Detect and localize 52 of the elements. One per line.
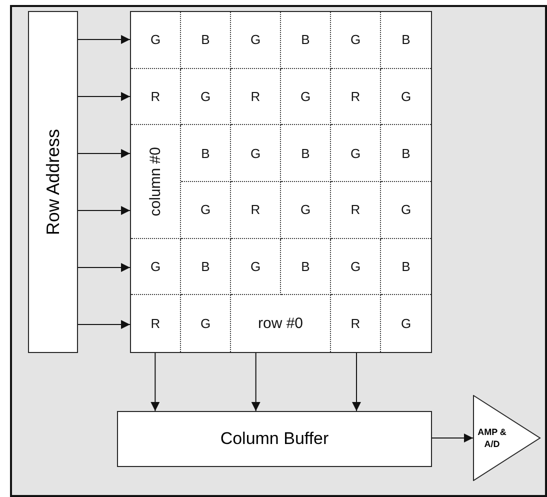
pixel-cell: R [331, 68, 381, 126]
pixel-cell-text: G [400, 315, 412, 334]
arrow [78, 206, 130, 215]
arrow [78, 320, 130, 329]
arrow [78, 149, 130, 158]
pixel-cell: R [331, 295, 381, 352]
pixel-array [130, 11, 432, 353]
block-label: Row Address [42, 128, 64, 236]
pixel-cell: G [131, 238, 181, 296]
pixel-cell: B [181, 125, 231, 182]
pixel-cell: G [281, 182, 331, 239]
row-label: row #0 [231, 295, 331, 352]
pixel-cell: G [181, 182, 231, 239]
arrow [352, 352, 361, 412]
pixel-cell: G [381, 68, 431, 126]
pixel-cell: G [131, 12, 181, 69]
pixel-cell: B [181, 12, 231, 69]
pixel-cell: B [281, 238, 331, 296]
block-label: Column Buffer [220, 429, 329, 449]
pixel-cell: G [331, 238, 381, 296]
block-box [28, 11, 78, 353]
pixel-cell: G [231, 12, 281, 69]
column-label: column #0 [131, 125, 181, 239]
arrow [432, 434, 474, 442]
pixel-cell: G [331, 125, 381, 182]
pixel-cell: G [231, 125, 281, 182]
frame-background [10, 5, 547, 497]
pixel-cell: B [281, 125, 331, 182]
pixel-cell: R [131, 295, 181, 352]
pixel-cell: B [281, 12, 331, 69]
pixel-cell: R [231, 182, 281, 239]
arrow [251, 352, 260, 412]
pixel-cell: B [381, 12, 431, 69]
pixel-cell: B [381, 238, 431, 296]
pixel-cell: B [381, 125, 431, 182]
pixel-cell: B [181, 238, 231, 296]
arrow [78, 35, 130, 44]
pixel-cell: G [231, 238, 281, 296]
pixel-cell: G [281, 68, 331, 126]
arrow [78, 263, 130, 272]
pixel-cell: R [331, 182, 381, 239]
block-label: AMP & A/D [477, 426, 507, 450]
pixel-cell: G [181, 295, 231, 352]
pixel-cell: R [131, 68, 181, 126]
pixel-cell: G [331, 12, 381, 69]
arrow [78, 92, 130, 101]
block-box [117, 411, 432, 467]
pixel-cell: G [181, 68, 231, 126]
arrow [150, 352, 160, 412]
pixel-cell: R [231, 68, 281, 126]
amplifier-triangle [473, 395, 541, 481]
pixel-cell: G [381, 182, 431, 239]
